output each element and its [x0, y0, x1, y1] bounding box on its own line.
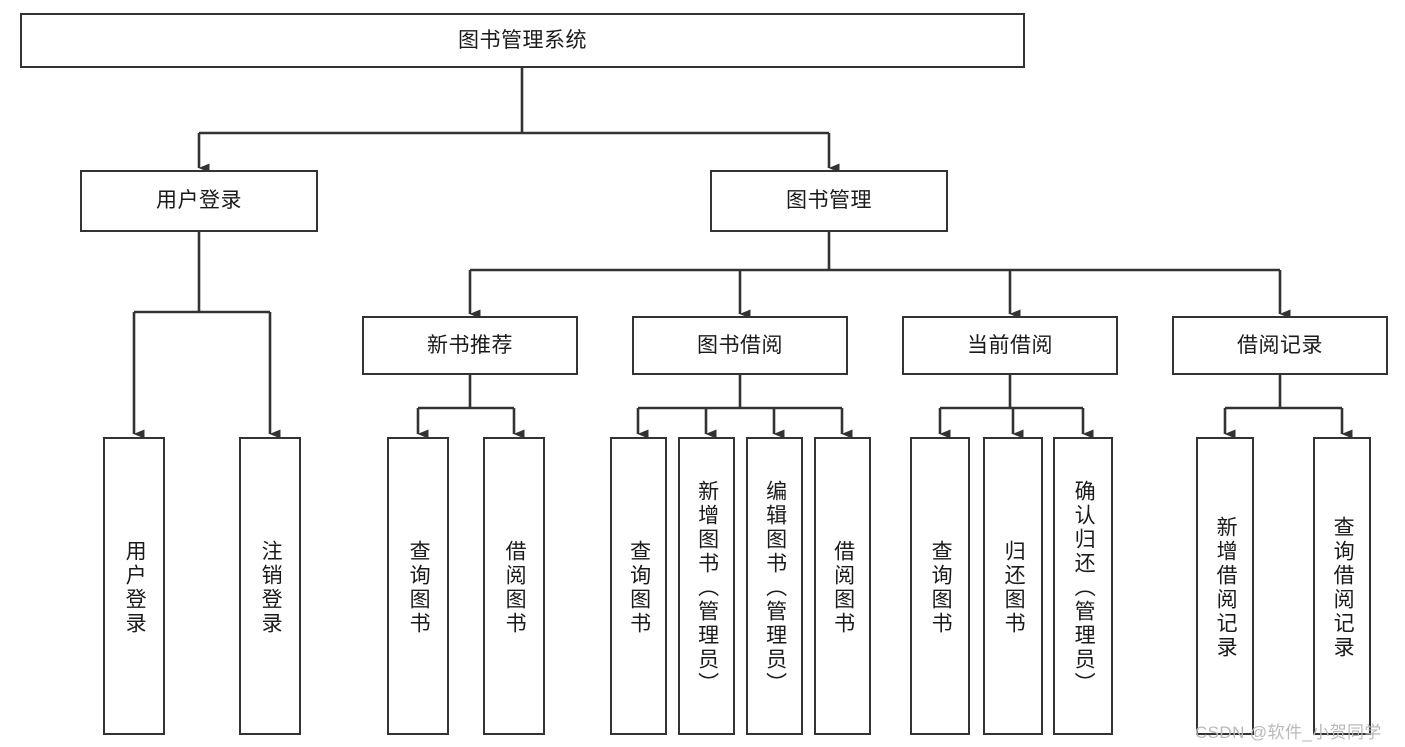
leaf-node-4: 借阅图书	[483, 437, 545, 735]
leaf-node-1: 用户登录	[103, 437, 165, 735]
level1-node-1: 用户登录	[80, 170, 318, 232]
node-label: 确认归还（管理员）	[1072, 480, 1096, 696]
root-node-1: 图书管理系统	[20, 13, 1025, 68]
node-label: 用户登录	[156, 189, 242, 213]
node-label: 新增借阅记录	[1214, 516, 1238, 660]
node-label: 查询图书	[407, 540, 431, 636]
level2-node-4: 借阅记录	[1172, 316, 1388, 375]
leaf-node-5: 查询图书	[610, 437, 667, 735]
level1-node-2: 图书管理	[710, 170, 948, 232]
node-label: 查询借阅记录	[1331, 516, 1355, 660]
leaf-node-7: 编辑图书（管理员）	[746, 437, 803, 735]
level2-node-2: 图书借阅	[632, 316, 848, 375]
csdn-watermark: CSDN @软件_小贺同学	[1195, 723, 1382, 742]
node-label: 图书管理系统	[458, 28, 587, 52]
node-label: 借阅图书	[503, 540, 527, 636]
node-label: 借阅记录	[1237, 333, 1323, 357]
node-label: 注销登录	[259, 540, 283, 636]
node-label: 图书借阅	[697, 333, 783, 357]
node-label: 新书推荐	[427, 333, 513, 357]
node-label: 归还图书	[1002, 540, 1026, 636]
node-label: 图书管理	[786, 189, 872, 213]
leaf-node-6: 新增图书（管理员）	[678, 437, 735, 735]
leaf-node-10: 归还图书	[983, 437, 1043, 735]
leaf-node-8: 借阅图书	[814, 437, 871, 735]
node-label: 新增图书（管理员）	[695, 480, 719, 696]
leaf-node-9: 查询图书	[910, 437, 970, 735]
node-label: 查询图书	[627, 540, 651, 636]
level2-node-3: 当前借阅	[902, 316, 1118, 375]
leaf-node-3: 查询图书	[387, 437, 449, 735]
leaf-node-12: 新增借阅记录	[1196, 437, 1254, 735]
node-label: 编辑图书（管理员）	[763, 480, 787, 696]
leaf-node-2: 注销登录	[239, 437, 301, 735]
node-label: 借阅图书	[831, 540, 855, 636]
node-label: 用户登录	[123, 540, 147, 636]
leaf-node-13: 查询借阅记录	[1313, 437, 1371, 735]
leaf-node-11: 确认归还（管理员）	[1053, 437, 1113, 735]
node-label: 查询图书	[929, 540, 953, 636]
level2-node-1: 新书推荐	[362, 316, 578, 375]
node-label: 当前借阅	[967, 333, 1053, 357]
